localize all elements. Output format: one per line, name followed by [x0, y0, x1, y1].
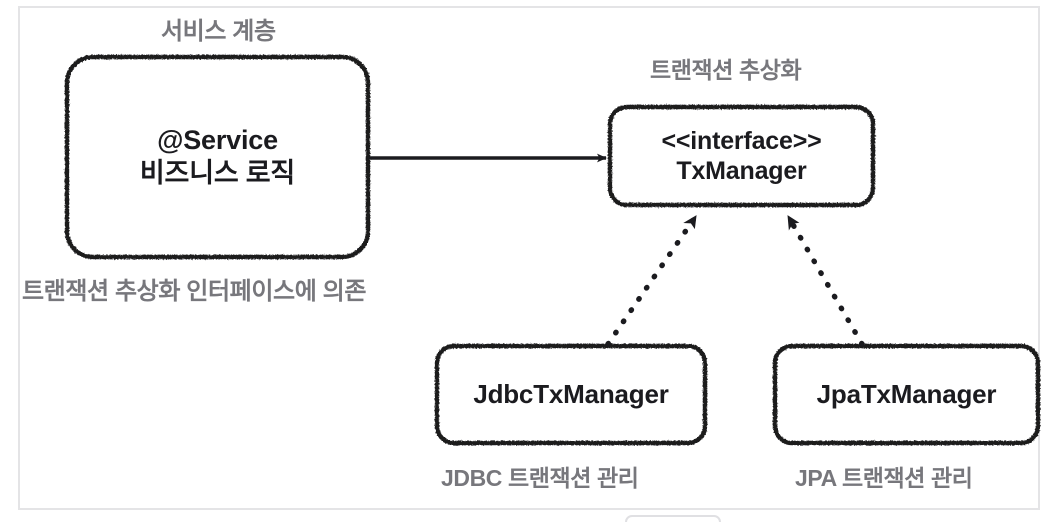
- label-jpa-transaction-management: JPA 트랜잭션 관리: [795, 465, 973, 491]
- node-jdbc-tx-manager[interactable]: JdbcTxManager: [437, 346, 705, 443]
- label-service-layer: 서비스 계층: [161, 18, 276, 45]
- node-txmanager[interactable]: <<interface>> TxManager: [610, 107, 873, 205]
- node-txmanager-stereotype: <<interface>>: [661, 126, 822, 155]
- label-jdbc-transaction-management: JDBC 트랜잭션 관리: [441, 465, 639, 491]
- node-service-line2: 비즈니스 로직: [139, 158, 296, 188]
- node-jpa-tx-manager-name: JpaTxManager: [816, 378, 997, 409]
- node-service[interactable]: @Service 비즈니스 로직: [67, 57, 368, 257]
- node-jpa-tx-manager[interactable]: JpaTxManager: [775, 346, 1038, 443]
- node-txmanager-name: TxManager: [676, 157, 807, 185]
- label-tx-abstraction: 트랜잭션 추상화: [650, 57, 802, 83]
- node-jdbc-tx-manager-name: JdbcTxManager: [473, 378, 669, 409]
- label-depends-on-tx-abstraction: 트랜잭션 추상화 인터페이스에 의존: [22, 278, 367, 305]
- node-service-line1: @Service: [157, 125, 278, 156]
- clipped-bottom-element: [625, 515, 721, 522]
